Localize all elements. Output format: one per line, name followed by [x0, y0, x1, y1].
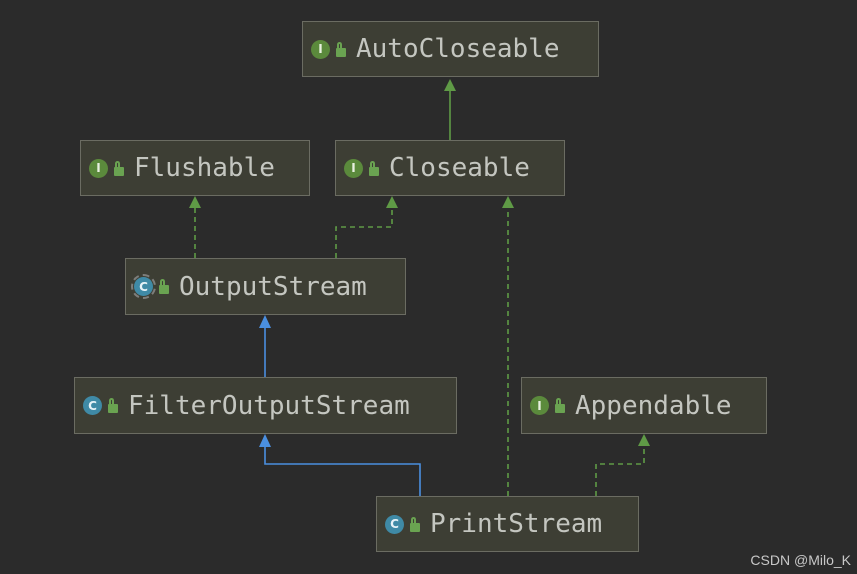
edge-printstream-extends-filteroutputstream [259, 434, 421, 496]
node-label: Appendable [575, 390, 732, 421]
lock-icon [410, 516, 420, 532]
lock-icon [369, 160, 379, 176]
lock-icon [159, 279, 169, 294]
node-label: PrintStream [430, 509, 603, 539]
edge-closeable-extends-autocloseable [444, 79, 456, 140]
abstract-class-icon: C [131, 274, 156, 299]
lock-icon [555, 398, 565, 413]
node-filteroutputstream[interactable]: C FilterOutputStream [74, 377, 457, 434]
node-appendable[interactable]: I Appendable [521, 377, 767, 434]
edge-printstream-implements-closeable [502, 196, 514, 496]
node-outputstream[interactable]: C OutputStream [125, 258, 406, 315]
interface-icon: I [89, 158, 108, 178]
node-label: AutoCloseable [356, 34, 560, 64]
node-flushable[interactable]: I Flushable [80, 140, 310, 196]
edge-outputstream-implements-closeable [335, 196, 398, 258]
lock-icon [114, 160, 124, 176]
node-printstream[interactable]: C PrintStream [376, 496, 639, 552]
interface-icon: I [311, 39, 330, 59]
edge-outputstream-implements-flushable [189, 196, 201, 258]
class-icon: C [385, 514, 404, 534]
node-label: FilterOutputStream [128, 390, 410, 421]
node-label: OutputStream [179, 271, 367, 302]
node-closeable[interactable]: I Closeable [335, 140, 565, 196]
lock-icon [336, 41, 346, 57]
edge-filteroutputstream-extends-outputstream [259, 315, 271, 377]
node-label: Flushable [134, 153, 275, 183]
interface-icon: I [344, 158, 363, 178]
node-label: Closeable [389, 153, 530, 183]
lock-icon [108, 398, 118, 413]
node-autocloseable[interactable]: I AutoCloseable [302, 21, 599, 77]
class-icon: C [83, 396, 102, 415]
edge-printstream-implements-appendable [595, 434, 650, 496]
interface-icon: I [530, 396, 549, 415]
watermark: CSDN @Milo_K [750, 552, 851, 568]
